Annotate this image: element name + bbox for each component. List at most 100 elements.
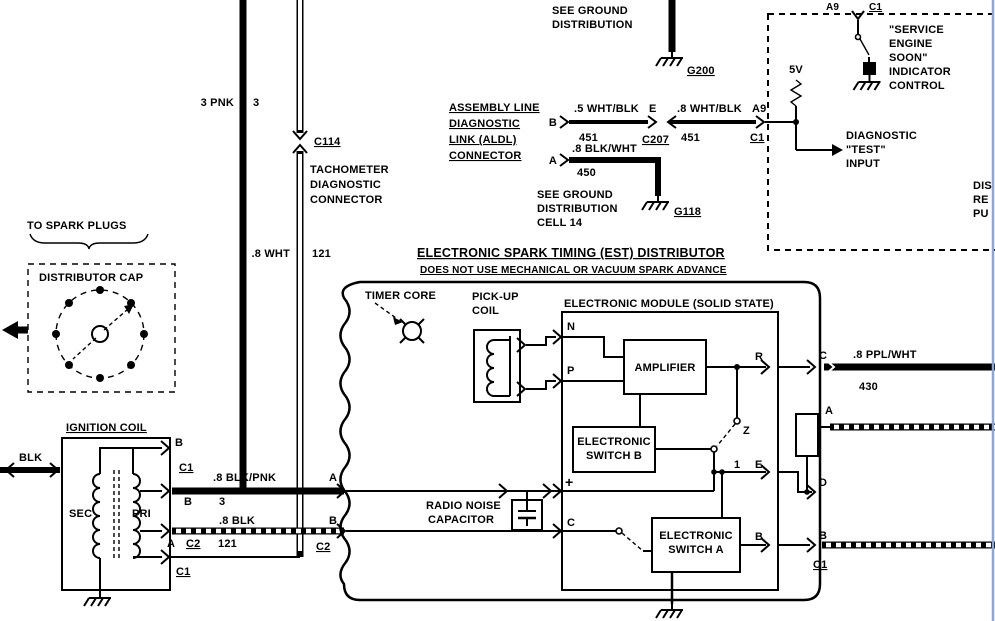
ground-icon: [655, 601, 684, 619]
pickup-coil-symbol: [473, 329, 563, 403]
ignition-coil-title: IGNITION COIL: [66, 422, 147, 434]
pin-label: R: [755, 351, 763, 363]
brace-icon: [29, 233, 149, 250]
tach-connector-label: TACHOMETER: [310, 164, 389, 176]
aldl-heading: LINK (ALDL): [449, 134, 517, 146]
pin-label: B: [819, 530, 827, 542]
ground-icon: [852, 73, 882, 91]
see-ground-note: SEE GROUND: [552, 5, 628, 17]
pin-label: B: [755, 531, 763, 543]
pin-label: +: [565, 474, 573, 490]
wire-label: .8 BLK: [219, 515, 255, 527]
resistor-icon: [789, 79, 803, 107]
wire-label: .8 WHT/BLK: [677, 103, 742, 115]
wire-label: 3 PNK: [201, 97, 234, 109]
connector-ref: C114: [314, 136, 341, 148]
diagnostic-input-label: DIAGNOSTIC: [846, 130, 917, 142]
pin-label: C: [567, 517, 575, 529]
timer-core-label: TIMER CORE: [365, 290, 436, 302]
pin-label: B: [329, 515, 337, 527]
diagnostic-input-label: "TEST": [846, 144, 886, 156]
connector-ref: C1: [179, 462, 193, 474]
distributor-subtitle: DOES NOT USE MECHANICAL OR VACUUM SPARK …: [420, 265, 727, 276]
ground-ref-g118: G118: [674, 206, 701, 218]
pin-label: E: [755, 459, 763, 471]
primary-winding-icon: [132, 473, 141, 559]
pin-label: B: [175, 437, 183, 449]
circuit-number: 451: [579, 132, 598, 144]
pin-label: A: [825, 405, 833, 417]
secondary-winding-icon: [92, 473, 101, 559]
aldl-heading: DIAGNOSTIC: [449, 118, 520, 130]
switch-pivot-icon: [733, 417, 741, 425]
wht-tach-wire: [292, 0, 308, 557]
wire-label: .8 WHT: [252, 248, 291, 260]
pin-label: 1: [734, 459, 740, 471]
switch-b-label: ELECTRONIC: [577, 436, 651, 448]
spark-plugs-label: TO SPARK PLUGS: [27, 220, 127, 232]
diagnostic-input-label: INPUT: [846, 158, 880, 170]
winding-label: SEC: [69, 508, 92, 520]
circuit-number: 451: [681, 132, 700, 144]
wire-label: BLK: [19, 452, 42, 464]
circuit-number: 3: [253, 97, 259, 109]
clipped-edge-text: DIS: [973, 180, 992, 192]
pin-label: B: [549, 117, 557, 129]
connector-ref: C1: [176, 566, 190, 578]
tach-connector-label: CONNECTOR: [310, 194, 383, 206]
circuit-number: 450: [577, 167, 596, 179]
clipped-edge-text: PU: [973, 208, 989, 220]
electronic-module-box: [561, 311, 830, 619]
distributor-cap-assembly: [2, 233, 176, 393]
ses-label: CONTROL: [889, 80, 945, 92]
terminal-block: [795, 413, 819, 457]
pin-label: C: [819, 350, 827, 362]
switch-blade-icon: [716, 423, 736, 447]
ground-icon: [641, 193, 670, 211]
pin-label: A9: [752, 103, 766, 115]
ground-icon: [83, 589, 112, 607]
c114-connector-icon: [292, 130, 308, 141]
ses-label: INDICATOR: [889, 66, 951, 78]
aldl-heading: ASSEMBLY LINE: [449, 102, 540, 114]
distributor-title: ELECTRONIC SPARK TIMING (EST) DISTRIBUTO…: [417, 246, 725, 260]
pin-label: E: [649, 103, 657, 115]
radio-noise-capacitor-label: RADIO NOISE: [426, 500, 501, 512]
connector-ref: C1: [869, 2, 882, 13]
connector-arrow-icon: [851, 10, 865, 21]
tach-connector-label: DIAGNOSTIC: [310, 179, 381, 191]
internal-signal-wires: [346, 483, 714, 539]
connector-ref: C2: [316, 541, 330, 553]
pin-label: P: [567, 365, 575, 377]
aldl-wiring: [559, 115, 796, 211]
distributor-cap-label: DISTRIBUTOR CAP: [39, 272, 143, 284]
connector-ref: C1: [750, 132, 764, 144]
ground-icon: [655, 49, 684, 67]
circuit-number: 121: [218, 538, 237, 550]
wire-label: .8 PPL/WHT: [853, 349, 917, 361]
circuit-number: 430: [859, 381, 878, 393]
pin-label: A9: [826, 2, 839, 13]
ignition-coil-box: [61, 437, 171, 607]
supply-label: 5V: [789, 64, 803, 76]
rotor-pointer-icon: [103, 308, 129, 331]
switch-blade-icon: [859, 38, 870, 56]
ses-label: "SERVICE: [889, 24, 944, 36]
connector-ref: C207: [642, 134, 669, 146]
ground-note: DISTRIBUTION: [537, 203, 618, 215]
pin-label: D: [819, 477, 827, 489]
output-wires: [822, 360, 995, 549]
c207-connector-icon: [647, 115, 658, 129]
ground-note: SEE GROUND: [537, 189, 613, 201]
switch-b-label: SWITCH B: [586, 450, 642, 462]
pickup-coil-label: PICK-UP: [472, 291, 519, 303]
blk-feed-wire: [0, 462, 60, 478]
switch-a-label: SWITCH A: [668, 544, 724, 556]
pin-label: A: [329, 472, 337, 484]
amplifier-label: AMPLIFIER: [634, 362, 695, 374]
test-input-arrow-icon: [832, 144, 843, 156]
pin-label: A: [549, 155, 557, 167]
switch-blade-icon: [621, 532, 644, 552]
g200-ground: [655, 0, 684, 67]
